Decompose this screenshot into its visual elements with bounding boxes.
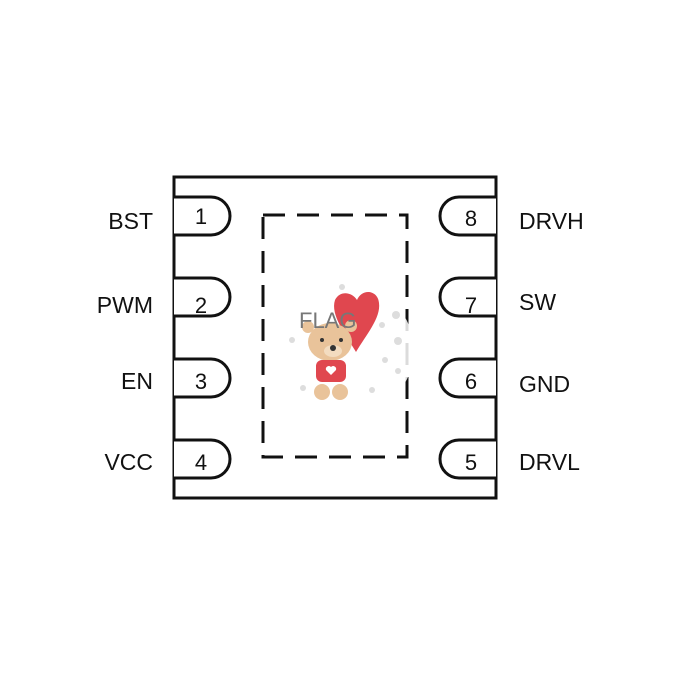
pin-7: 7 SW <box>438 276 556 318</box>
pin-label: DRVH <box>519 208 584 234</box>
pin-label: EN <box>121 368 153 394</box>
pin-4: 4 VCC <box>104 438 232 480</box>
pin-number: 5 <box>465 450 477 475</box>
pin-label: VCC <box>104 449 153 475</box>
pin-number: 7 <box>465 293 477 318</box>
pin-3: 3 EN <box>121 357 232 399</box>
pin-number: 1 <box>195 204 207 229</box>
pin-label: SW <box>519 289 556 315</box>
pin-number: 8 <box>465 206 477 231</box>
pin-6: 6 GND <box>438 357 570 399</box>
pin-label: GND <box>519 371 570 397</box>
pin-8: 8 DRVH <box>438 195 584 237</box>
pin-number: 2 <box>195 293 207 318</box>
pin-label: DRVL <box>519 449 580 475</box>
pin-label: BST <box>108 208 153 234</box>
pin-5: 5 DRVL <box>438 438 580 480</box>
pin-number: 4 <box>195 450 207 475</box>
pin-number: 3 <box>195 369 207 394</box>
sticker-text: FLAG <box>299 308 356 333</box>
pin-number: 6 <box>465 369 477 394</box>
pin-2: 2 PWM <box>97 276 232 318</box>
pin-label: PWM <box>97 292 153 318</box>
exposed-pad-outline <box>261 213 409 459</box>
teddy-bear-sticker-icon: FLAG <box>286 284 414 414</box>
pin-1: 1 BST <box>108 195 232 237</box>
